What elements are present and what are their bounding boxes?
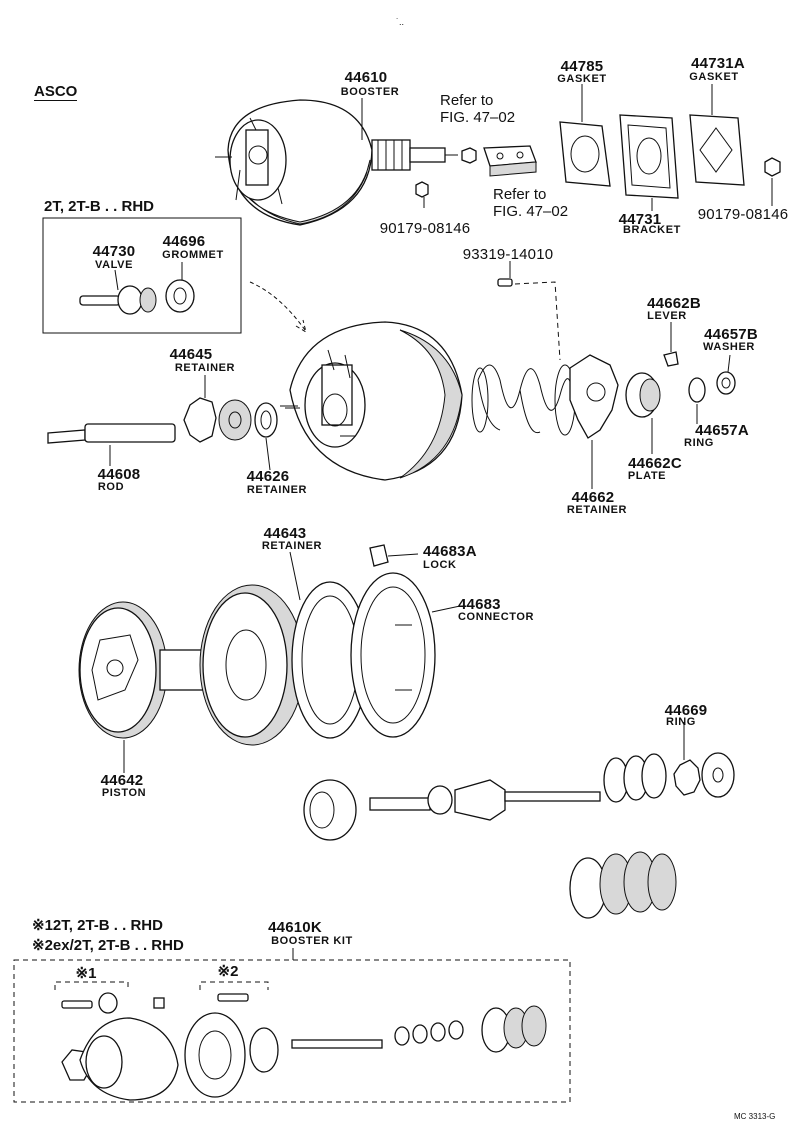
reference-2-line1: Refer to [493, 186, 547, 203]
ring-44657a-shape [688, 377, 706, 403]
part-number-44608: 44608 [97, 466, 141, 483]
plate-shape [625, 372, 661, 418]
kit-note-1-text: 2T, 2T-B . . RHD [52, 917, 163, 934]
part-number-44785: 44785 [560, 58, 604, 75]
retainer-44626-shape [254, 402, 298, 438]
screw-guide-line [514, 281, 561, 361]
kit-group-2-bracket [199, 981, 269, 990]
part-name-retainer-44645: RETAINER [174, 362, 236, 374]
reference-1-line2: FIG. 47–02 [440, 109, 516, 126]
kit-group-2-mark: ※2 [217, 963, 239, 980]
gasket-44785-shape [559, 121, 611, 187]
reference-2-line2: FIG. 47–02 [493, 203, 569, 220]
part-number-44731a: 44731A [691, 55, 745, 72]
part-number-44669: 44669 [664, 702, 708, 719]
variant-box-title: 2T, 2T-B . . RHD [44, 198, 155, 215]
booster-assembly-top [215, 99, 477, 226]
part-number-44645: 44645 [169, 346, 213, 363]
part-name-washer: WASHER [703, 341, 755, 353]
part-name-lock: LOCK [423, 559, 457, 571]
part-number-44731: 44731 [618, 211, 662, 228]
part-name-retainer-44626: RETAINER [246, 484, 308, 496]
part-number-44657a: 44657A [695, 422, 749, 439]
part-number-44643: 44643 [263, 525, 307, 542]
part-name-lever: LEVER [647, 310, 687, 322]
housing-shape [199, 584, 305, 746]
part-number-44730: 44730 [92, 243, 136, 260]
rod-shape [47, 423, 176, 444]
valve-shape [79, 285, 157, 315]
part-name-gasket-2: GASKET [689, 71, 739, 83]
part-number-90179-08146-a: 90179-08146 [379, 220, 471, 237]
nut-90179-shape [764, 157, 781, 177]
top-mark: ˙.. [396, 17, 404, 27]
kit-group-1-mark: ※1 [75, 965, 97, 982]
part-name-retainer-44662: RETAINER [566, 504, 628, 516]
grommet-shape [165, 279, 195, 313]
booster-kit-box [13, 959, 571, 1103]
leader-lines [109, 84, 773, 773]
booster-shell-shape [285, 321, 463, 481]
part-number-44626: 44626 [246, 468, 290, 485]
retainer-44645-shape [183, 397, 252, 443]
part-name-booster-kit: BOOSTER KIT [271, 935, 353, 947]
end-seal-shape [701, 752, 735, 798]
screw-shape [497, 278, 513, 287]
part-name-booster: BOOSTER [340, 86, 400, 98]
kit-note-1: ※12T, 2T-B . . RHD [32, 918, 163, 933]
kit-note-2-text: ex/2T, 2T-B . . RHD [52, 937, 184, 954]
part-name-ring-44669: RING [666, 716, 696, 728]
kit-group-1-bracket [54, 981, 129, 990]
kit-parts-shape [61, 992, 547, 1101]
variant-box [42, 217, 242, 334]
ring-44669-shape [673, 759, 701, 796]
footer-code: MC 3313-G [734, 1112, 776, 1121]
bracket-block-shape [483, 145, 537, 177]
gasket-44731a-shape [689, 114, 745, 186]
part-number-44662b: 44662B [647, 295, 701, 312]
part-name-plate: PLATE [627, 470, 667, 482]
bracket-44731-shape [619, 114, 679, 199]
spring-shape [471, 364, 576, 436]
valve-shaft-shape [303, 779, 601, 841]
kit-note-2-mark: ※2 [32, 937, 53, 954]
boot-shape [569, 851, 677, 919]
part-number-93319-14010: 93319-14010 [462, 246, 554, 263]
part-number-44662: 44662 [571, 489, 615, 506]
part-name-rod: ROD [97, 481, 125, 493]
part-number-44642: 44642 [100, 772, 144, 789]
part-name-ring-44657a: RING [684, 437, 714, 449]
part-name-gasket-1: GASKET [557, 73, 607, 85]
part-name-piston: PISTON [101, 787, 147, 799]
retainer-44662-shape [569, 354, 619, 439]
part-name-connector: CONNECTOR [458, 611, 535, 623]
kit-note-1-mark: ※1 [32, 917, 53, 934]
part-number-90179-08146-b: 90179-08146 [697, 206, 789, 223]
washer-shape [716, 371, 736, 395]
part-name-valve: VALVE [94, 259, 134, 271]
part-number-44696: 44696 [162, 233, 206, 250]
connector-shape [350, 572, 436, 738]
direction-arrow [249, 281, 307, 334]
part-name-bracket: BRACKET [623, 224, 681, 236]
brand-label: ASCO [34, 83, 78, 101]
kit-note-2: ※2ex/2T, 2T-B . . RHD [32, 938, 184, 953]
part-name-retainer-44643: RETAINER [261, 540, 323, 552]
seal-group-shape [603, 753, 667, 803]
part-number-44662c: 44662C [628, 455, 682, 472]
part-number-44610k: 44610K [268, 919, 322, 936]
part-number-44657b: 44657B [704, 326, 758, 343]
part-number-44610: 44610 [344, 69, 388, 86]
part-number-44683a: 44683A [423, 543, 477, 560]
part-number-44683: 44683 [458, 596, 501, 613]
lever-shape [663, 351, 679, 367]
lock-shape [369, 544, 389, 567]
part-name-grommet: GROMMET [162, 249, 224, 261]
reference-1-line1: Refer to [440, 92, 494, 109]
